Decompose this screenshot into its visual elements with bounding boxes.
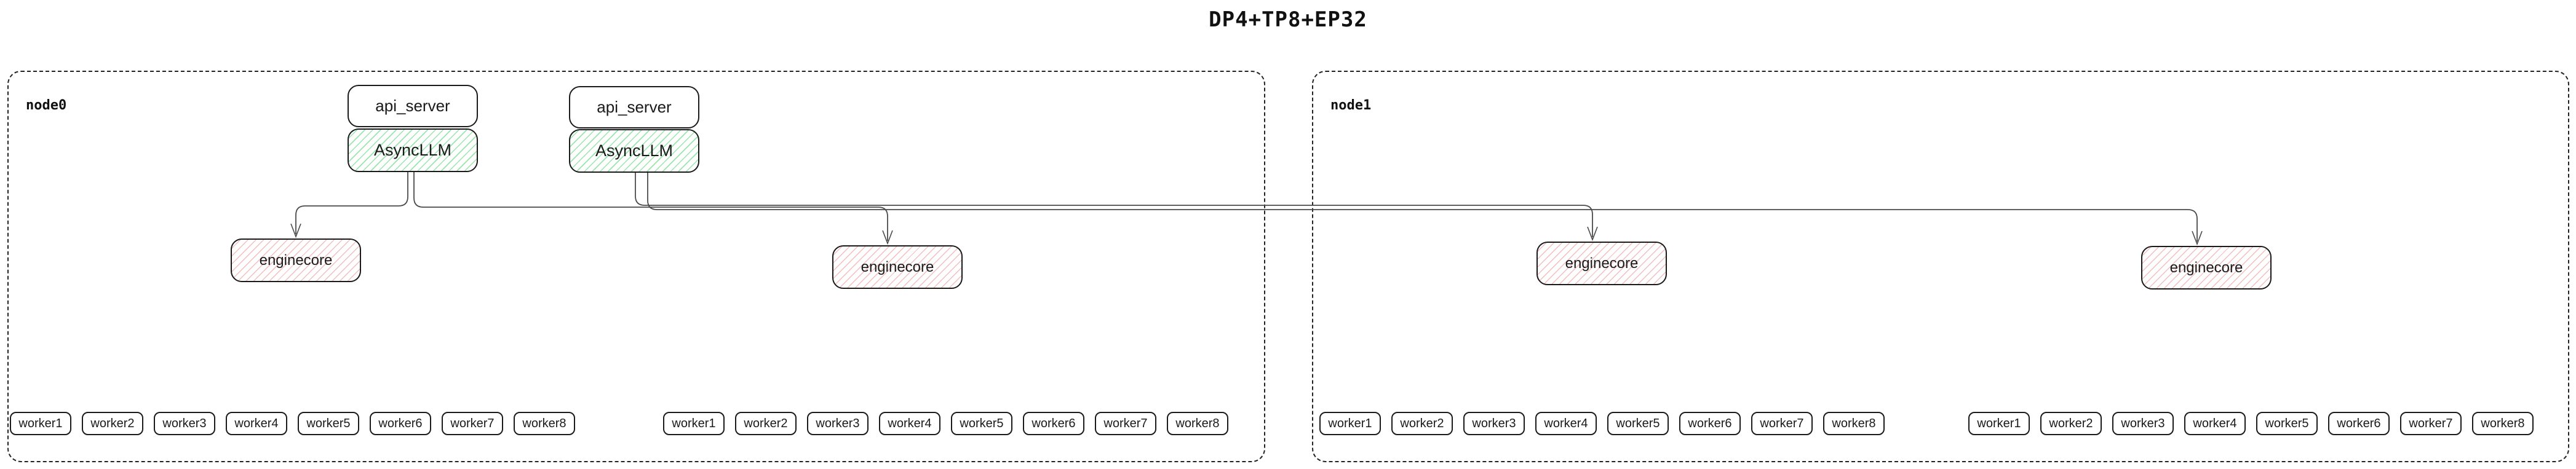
worker-box: worker6 bbox=[1023, 412, 1084, 435]
worker-box: worker2 bbox=[735, 412, 797, 435]
asyncllm-label-2: AsyncLLM bbox=[595, 141, 674, 160]
worker-box: worker2 bbox=[82, 412, 143, 435]
worker-box: worker5 bbox=[298, 412, 359, 435]
node1-container: node1 bbox=[1312, 71, 2569, 462]
worker-box: worker7 bbox=[442, 412, 503, 435]
diagram-title: DP4+TP8+EP32 bbox=[1209, 7, 1367, 32]
worker-box: worker1 bbox=[1968, 412, 2030, 435]
worker-box: worker6 bbox=[1679, 412, 1741, 435]
api-server-box-1: api_server bbox=[348, 85, 478, 127]
worker-box: worker8 bbox=[514, 412, 575, 435]
node0-label: node0 bbox=[26, 98, 67, 113]
enginecore-label-3: enginecore bbox=[1565, 254, 1639, 272]
worker-box: worker4 bbox=[879, 412, 940, 435]
worker-box: worker8 bbox=[2472, 412, 2534, 435]
worker-box: worker4 bbox=[226, 412, 287, 435]
api-server-box-2: api_server bbox=[569, 86, 699, 128]
worker-box: worker5 bbox=[1607, 412, 1669, 435]
api-server-label-1: api_server bbox=[375, 97, 450, 115]
enginecore-box-2: enginecore bbox=[832, 245, 963, 289]
worker-box: worker2 bbox=[1391, 412, 1453, 435]
worker-box: worker7 bbox=[1095, 412, 1156, 435]
worker-box: worker7 bbox=[2400, 412, 2462, 435]
worker-box: worker3 bbox=[2112, 412, 2174, 435]
worker-box: worker3 bbox=[807, 412, 869, 435]
enginecore-box-4: enginecore bbox=[2141, 246, 2272, 290]
worker-box: worker1 bbox=[10, 412, 71, 435]
asyncllm-box-1: AsyncLLM bbox=[348, 128, 478, 172]
enginecore-box-1: enginecore bbox=[231, 238, 361, 282]
worker-box: worker4 bbox=[1535, 412, 1597, 435]
enginecore-label-4: enginecore bbox=[2169, 259, 2243, 276]
worker-box: worker8 bbox=[1823, 412, 1885, 435]
worker-box: worker3 bbox=[1463, 412, 1525, 435]
asyncllm-box-2: AsyncLLM bbox=[569, 129, 699, 173]
enginecore-label-2: enginecore bbox=[861, 258, 934, 275]
enginecore-box-3: enginecore bbox=[1536, 242, 1667, 285]
node0-container: node0 bbox=[7, 71, 1265, 462]
worker-box: worker5 bbox=[951, 412, 1012, 435]
worker-box: worker1 bbox=[1319, 412, 1381, 435]
node1-label: node1 bbox=[1330, 98, 1372, 113]
enginecore-label-1: enginecore bbox=[259, 251, 333, 269]
worker-box: worker8 bbox=[1167, 412, 1228, 435]
api-server-label-2: api_server bbox=[597, 98, 672, 116]
worker-box: worker2 bbox=[2040, 412, 2102, 435]
worker-box: worker6 bbox=[2328, 412, 2390, 435]
worker-box: worker6 bbox=[370, 412, 431, 435]
worker-box: worker3 bbox=[154, 412, 215, 435]
worker-box: worker5 bbox=[2256, 412, 2318, 435]
worker-box: worker4 bbox=[2184, 412, 2246, 435]
worker-box: worker7 bbox=[1751, 412, 1813, 435]
asyncllm-label-1: AsyncLLM bbox=[373, 141, 452, 159]
worker-box: worker1 bbox=[663, 412, 725, 435]
